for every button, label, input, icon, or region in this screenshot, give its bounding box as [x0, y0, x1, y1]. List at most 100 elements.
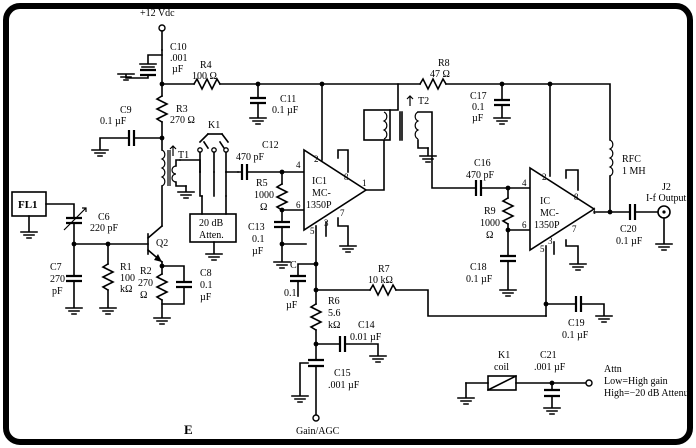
t2-adjust-arrow: [406, 95, 414, 106]
t1-ref: T1: [178, 150, 189, 161]
r5-value: 1000: [254, 190, 274, 201]
rfc-ref: RFC: [622, 154, 641, 165]
k1-arrows: [202, 140, 226, 150]
r8-ref: R8: [438, 58, 450, 69]
ground: [117, 73, 149, 81]
c7-unit: pF: [52, 286, 63, 297]
r5-resistor: [275, 182, 289, 212]
ground: [655, 217, 673, 251]
wire: [175, 159, 187, 187]
ic2-pin4: 4: [522, 178, 527, 188]
c17-value: 0.1: [472, 102, 485, 113]
c7-value: 270: [50, 274, 65, 285]
ground: [249, 102, 267, 125]
q2-ref: Q2: [156, 238, 168, 249]
gain-agc-label: Gain/AGC: [296, 426, 340, 437]
c19-value: 0.1 µF: [562, 330, 589, 341]
r6-resistor: [309, 302, 323, 332]
r6-ref: R6: [328, 296, 340, 307]
c7-ref: C7: [50, 262, 62, 273]
r6-unit: kΩ: [328, 320, 340, 331]
ground: [205, 241, 223, 261]
ic2-pin1: 1: [592, 206, 597, 216]
t2-core: [399, 111, 403, 141]
ic1-part2: 1350P: [306, 200, 332, 211]
r2-ref: R2: [140, 266, 152, 277]
c11-value: 0.1 µF: [272, 105, 299, 116]
c9-ref: C9: [120, 105, 132, 116]
ic1-ref: IC1: [312, 176, 327, 187]
c15-ref: C15: [334, 368, 351, 379]
c21-ref: C21: [540, 350, 557, 361]
c12-value: 470 pF: [236, 152, 265, 163]
wire: [365, 139, 385, 191]
ic2-pin6: 6: [522, 220, 527, 230]
attn-terminal: [585, 379, 593, 387]
c10-ref: C10: [170, 42, 187, 53]
c21-value: .001 µF: [534, 362, 566, 373]
ground: [499, 260, 517, 297]
ic2-pin8: 8: [574, 192, 579, 202]
attenuator-box: [189, 213, 237, 243]
wire: [565, 169, 579, 191]
figure-letter: E: [184, 422, 193, 437]
wire: [297, 263, 317, 277]
ground: [153, 299, 171, 325]
ic1-pin4: 4: [296, 160, 301, 170]
supply-label: +12 Vdc: [140, 8, 175, 19]
r3-ref: R3: [176, 104, 188, 115]
r2-value: 270: [138, 278, 153, 289]
t1-core: [167, 150, 171, 186]
c10-unit: µF: [172, 64, 184, 75]
ground: [565, 239, 587, 271]
ground: [291, 362, 309, 403]
ground: [91, 137, 130, 157]
attn-title: Attn: [604, 364, 622, 375]
c20-ref: C20: [620, 224, 637, 235]
ic2-part2: 1350P: [534, 220, 560, 231]
r4-resistor: [192, 77, 222, 91]
ic2-ref: IC: [540, 196, 550, 207]
t2-shield: [363, 109, 391, 141]
ground: [493, 104, 511, 125]
ground: [543, 382, 561, 415]
wire: [161, 286, 185, 305]
ground: [177, 185, 195, 199]
r7-value: 10 kΩ: [368, 275, 393, 286]
t2-primary: [382, 111, 388, 140]
c17-unit: µF: [472, 113, 484, 124]
c6-value: 220 pF: [90, 223, 119, 234]
q2-emitter-arrow: [154, 254, 162, 262]
t2-secondary: [414, 111, 420, 140]
c13-unit: µF: [252, 246, 264, 257]
k1-coil-slash: [486, 374, 518, 392]
c8-unit: µF: [200, 292, 212, 303]
c8-ref: C8: [200, 268, 212, 279]
ic2-pin2: 2: [542, 172, 547, 182]
r3-resistor: [155, 94, 169, 124]
c9-value: 0.1 µF: [100, 116, 127, 127]
junction: [607, 209, 613, 215]
ground: [99, 289, 117, 315]
border: [3, 3, 693, 445]
ground: [457, 382, 475, 405]
c16-value: 470 pF: [466, 170, 495, 181]
ground: [344, 343, 387, 363]
wire: [337, 149, 349, 173]
c13-ref: C13: [248, 222, 265, 233]
r8-resistor: [418, 77, 448, 91]
r1-value: 100: [120, 273, 135, 284]
j2-ref: J2: [662, 182, 671, 193]
k1-ref: K1: [208, 120, 220, 131]
r3-value: 270 Ω: [170, 115, 195, 126]
k1coil-ref: K1: [498, 350, 510, 361]
ic2-pin3: 3: [548, 236, 553, 246]
ground: [580, 303, 613, 323]
k1coil-label: coil: [494, 362, 509, 373]
ic1-pin1: 1: [362, 178, 367, 188]
ic2-pin5: 5: [540, 244, 545, 254]
ic1-pin8: 8: [344, 172, 349, 182]
wire: [199, 151, 227, 173]
c6-ref: C6: [98, 212, 110, 223]
